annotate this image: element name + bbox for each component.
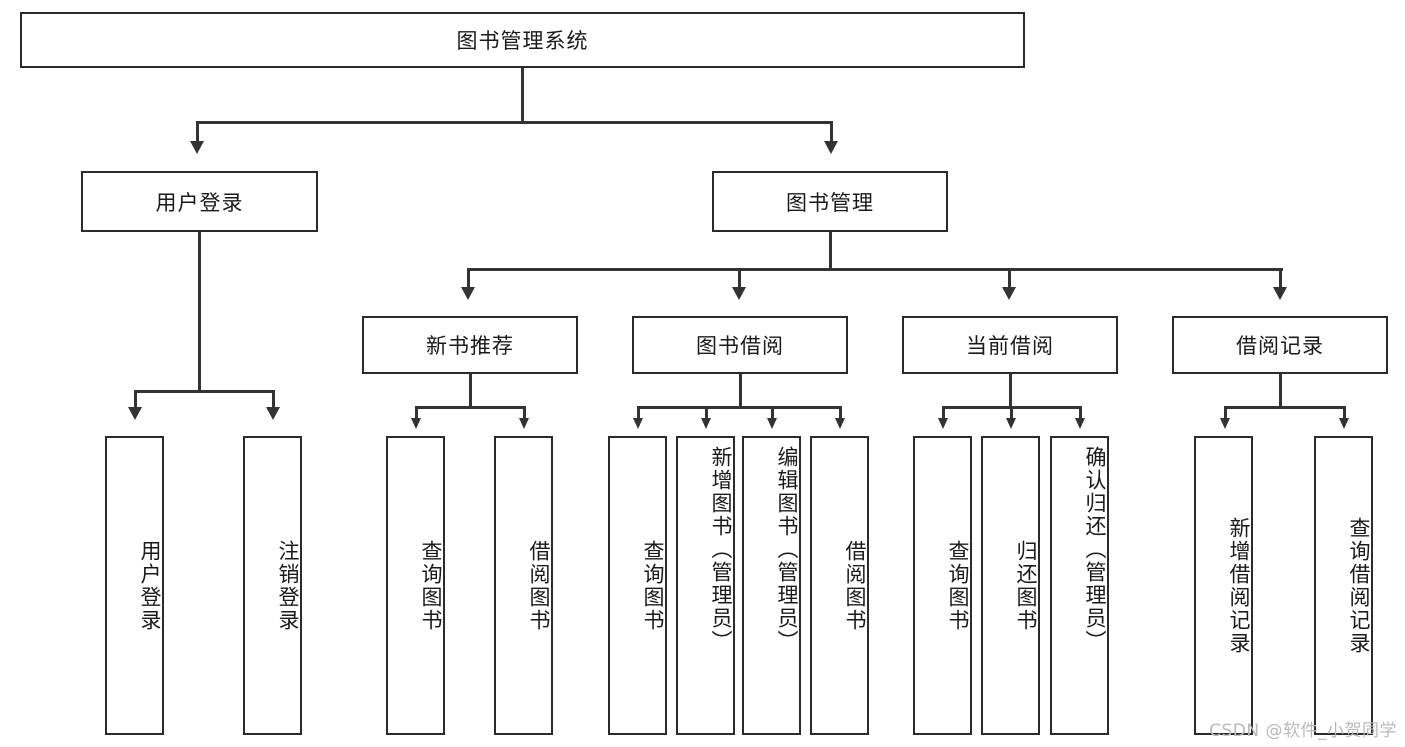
connector-book-borrow-trunk bbox=[739, 374, 742, 408]
arrow-book-borrow-leaf4 bbox=[835, 418, 845, 429]
arrow-current-borrow-leaf2 bbox=[1006, 418, 1016, 429]
arrow-bm-to-new-book bbox=[461, 287, 475, 300]
connector-new-book-leaf1 bbox=[415, 406, 418, 420]
connector-borrow-record-bus bbox=[1224, 406, 1344, 409]
leaf-query-book-1[interactable]: 查询图书 bbox=[386, 436, 445, 735]
connector-root-bus bbox=[196, 121, 832, 124]
connector-current-borrow-leaf2 bbox=[1010, 406, 1013, 420]
connector-new-book-trunk bbox=[469, 374, 472, 408]
connector-borrow-record-leaf2 bbox=[1343, 406, 1346, 420]
arrow-current-borrow-leaf3 bbox=[1075, 418, 1085, 429]
connector-book-borrow-leaf3 bbox=[771, 406, 774, 420]
leaf-return-book[interactable]: 归还图书 bbox=[981, 436, 1040, 735]
arrow-book-borrow-leaf2 bbox=[701, 418, 711, 429]
arrow-borrow-record-leaf2 bbox=[1339, 418, 1349, 429]
node-new-book-recommend[interactable]: 新书推荐 bbox=[362, 316, 578, 374]
connector-user-login-leaf1 bbox=[134, 390, 137, 409]
node-current-borrow[interactable]: 当前借阅 bbox=[902, 316, 1118, 374]
leaf-user-login[interactable]: 用户登录 bbox=[105, 436, 164, 735]
connector-book-management-trunk bbox=[829, 232, 832, 270]
node-book-borrow[interactable]: 图书借阅 bbox=[632, 316, 848, 374]
connector-new-book-bus bbox=[415, 406, 525, 409]
connector-user-login-bus bbox=[134, 390, 274, 393]
connector-user-login-trunk bbox=[198, 232, 201, 392]
leaf-edit-book[interactable]: 编辑图书（管理员） bbox=[742, 436, 801, 735]
arrow-book-borrow-leaf1 bbox=[633, 418, 643, 429]
node-borrow-record[interactable]: 借阅记录 bbox=[1172, 316, 1388, 374]
leaf-logout-login[interactable]: 注销登录 bbox=[243, 436, 302, 735]
arrow-root-to-book-management bbox=[824, 141, 838, 154]
node-book-management[interactable]: 图书管理 bbox=[712, 171, 948, 232]
connector-book-borrow-bus bbox=[637, 406, 839, 409]
arrow-new-book-leaf2 bbox=[519, 418, 529, 429]
leaf-add-record[interactable]: 新增借阅记录 bbox=[1194, 436, 1253, 735]
connector-bm-to-current-borrow bbox=[1008, 268, 1011, 289]
connector-root-trunk bbox=[521, 68, 524, 122]
arrow-bm-to-current-borrow bbox=[1002, 287, 1016, 300]
connector-book-borrow-leaf1 bbox=[637, 406, 640, 420]
csdn-watermark: CSDN @软件_小贺同学 bbox=[1209, 721, 1397, 741]
node-user-login[interactable]: 用户登录 bbox=[81, 171, 318, 232]
leaf-query-record[interactable]: 查询借阅记录 bbox=[1314, 436, 1373, 735]
connector-borrow-record-leaf1 bbox=[1224, 406, 1227, 420]
connector-book-borrow-leaf4 bbox=[839, 406, 842, 420]
arrow-bm-to-borrow-record bbox=[1273, 287, 1287, 300]
node-root-book-management-system[interactable]: 图书管理系统 bbox=[20, 12, 1025, 68]
connector-root-to-user-login bbox=[196, 121, 199, 145]
connector-book-borrow-leaf2 bbox=[705, 406, 708, 420]
connector-bm-to-book-borrow bbox=[738, 268, 741, 289]
leaf-query-book-2[interactable]: 查询图书 bbox=[608, 436, 667, 735]
arrow-book-borrow-leaf3 bbox=[767, 418, 777, 429]
leaf-add-book[interactable]: 新增图书（管理员） bbox=[676, 436, 735, 735]
arrow-user-login-leaf1 bbox=[128, 407, 142, 420]
arrow-new-book-leaf1 bbox=[411, 418, 421, 429]
connector-current-borrow-leaf3 bbox=[1079, 406, 1082, 420]
arrow-bm-to-book-borrow bbox=[732, 287, 746, 300]
arrow-borrow-record-leaf1 bbox=[1220, 418, 1230, 429]
arrow-user-login-leaf2 bbox=[266, 407, 280, 420]
leaf-borrow-book-2[interactable]: 借阅图书 bbox=[810, 436, 869, 735]
arrow-root-to-user-login bbox=[190, 141, 204, 154]
connector-bm-to-borrow-record bbox=[1279, 268, 1282, 289]
connector-user-login-leaf2 bbox=[272, 390, 275, 409]
connector-new-book-leaf2 bbox=[523, 406, 526, 420]
connector-borrow-record-trunk bbox=[1279, 374, 1282, 408]
connector-current-borrow-leaf1 bbox=[942, 406, 945, 420]
leaf-borrow-book-1[interactable]: 借阅图书 bbox=[494, 436, 553, 735]
connector-bm-to-new-book bbox=[467, 268, 470, 289]
leaf-query-book-3[interactable]: 查询图书 bbox=[913, 436, 972, 735]
connector-current-borrow-trunk bbox=[1009, 374, 1012, 408]
connector-root-to-book-management bbox=[830, 121, 833, 145]
leaf-confirm-return[interactable]: 确认归还（管理员） bbox=[1050, 436, 1109, 735]
connector-book-management-bus bbox=[467, 268, 1283, 271]
arrow-current-borrow-leaf1 bbox=[938, 418, 948, 429]
